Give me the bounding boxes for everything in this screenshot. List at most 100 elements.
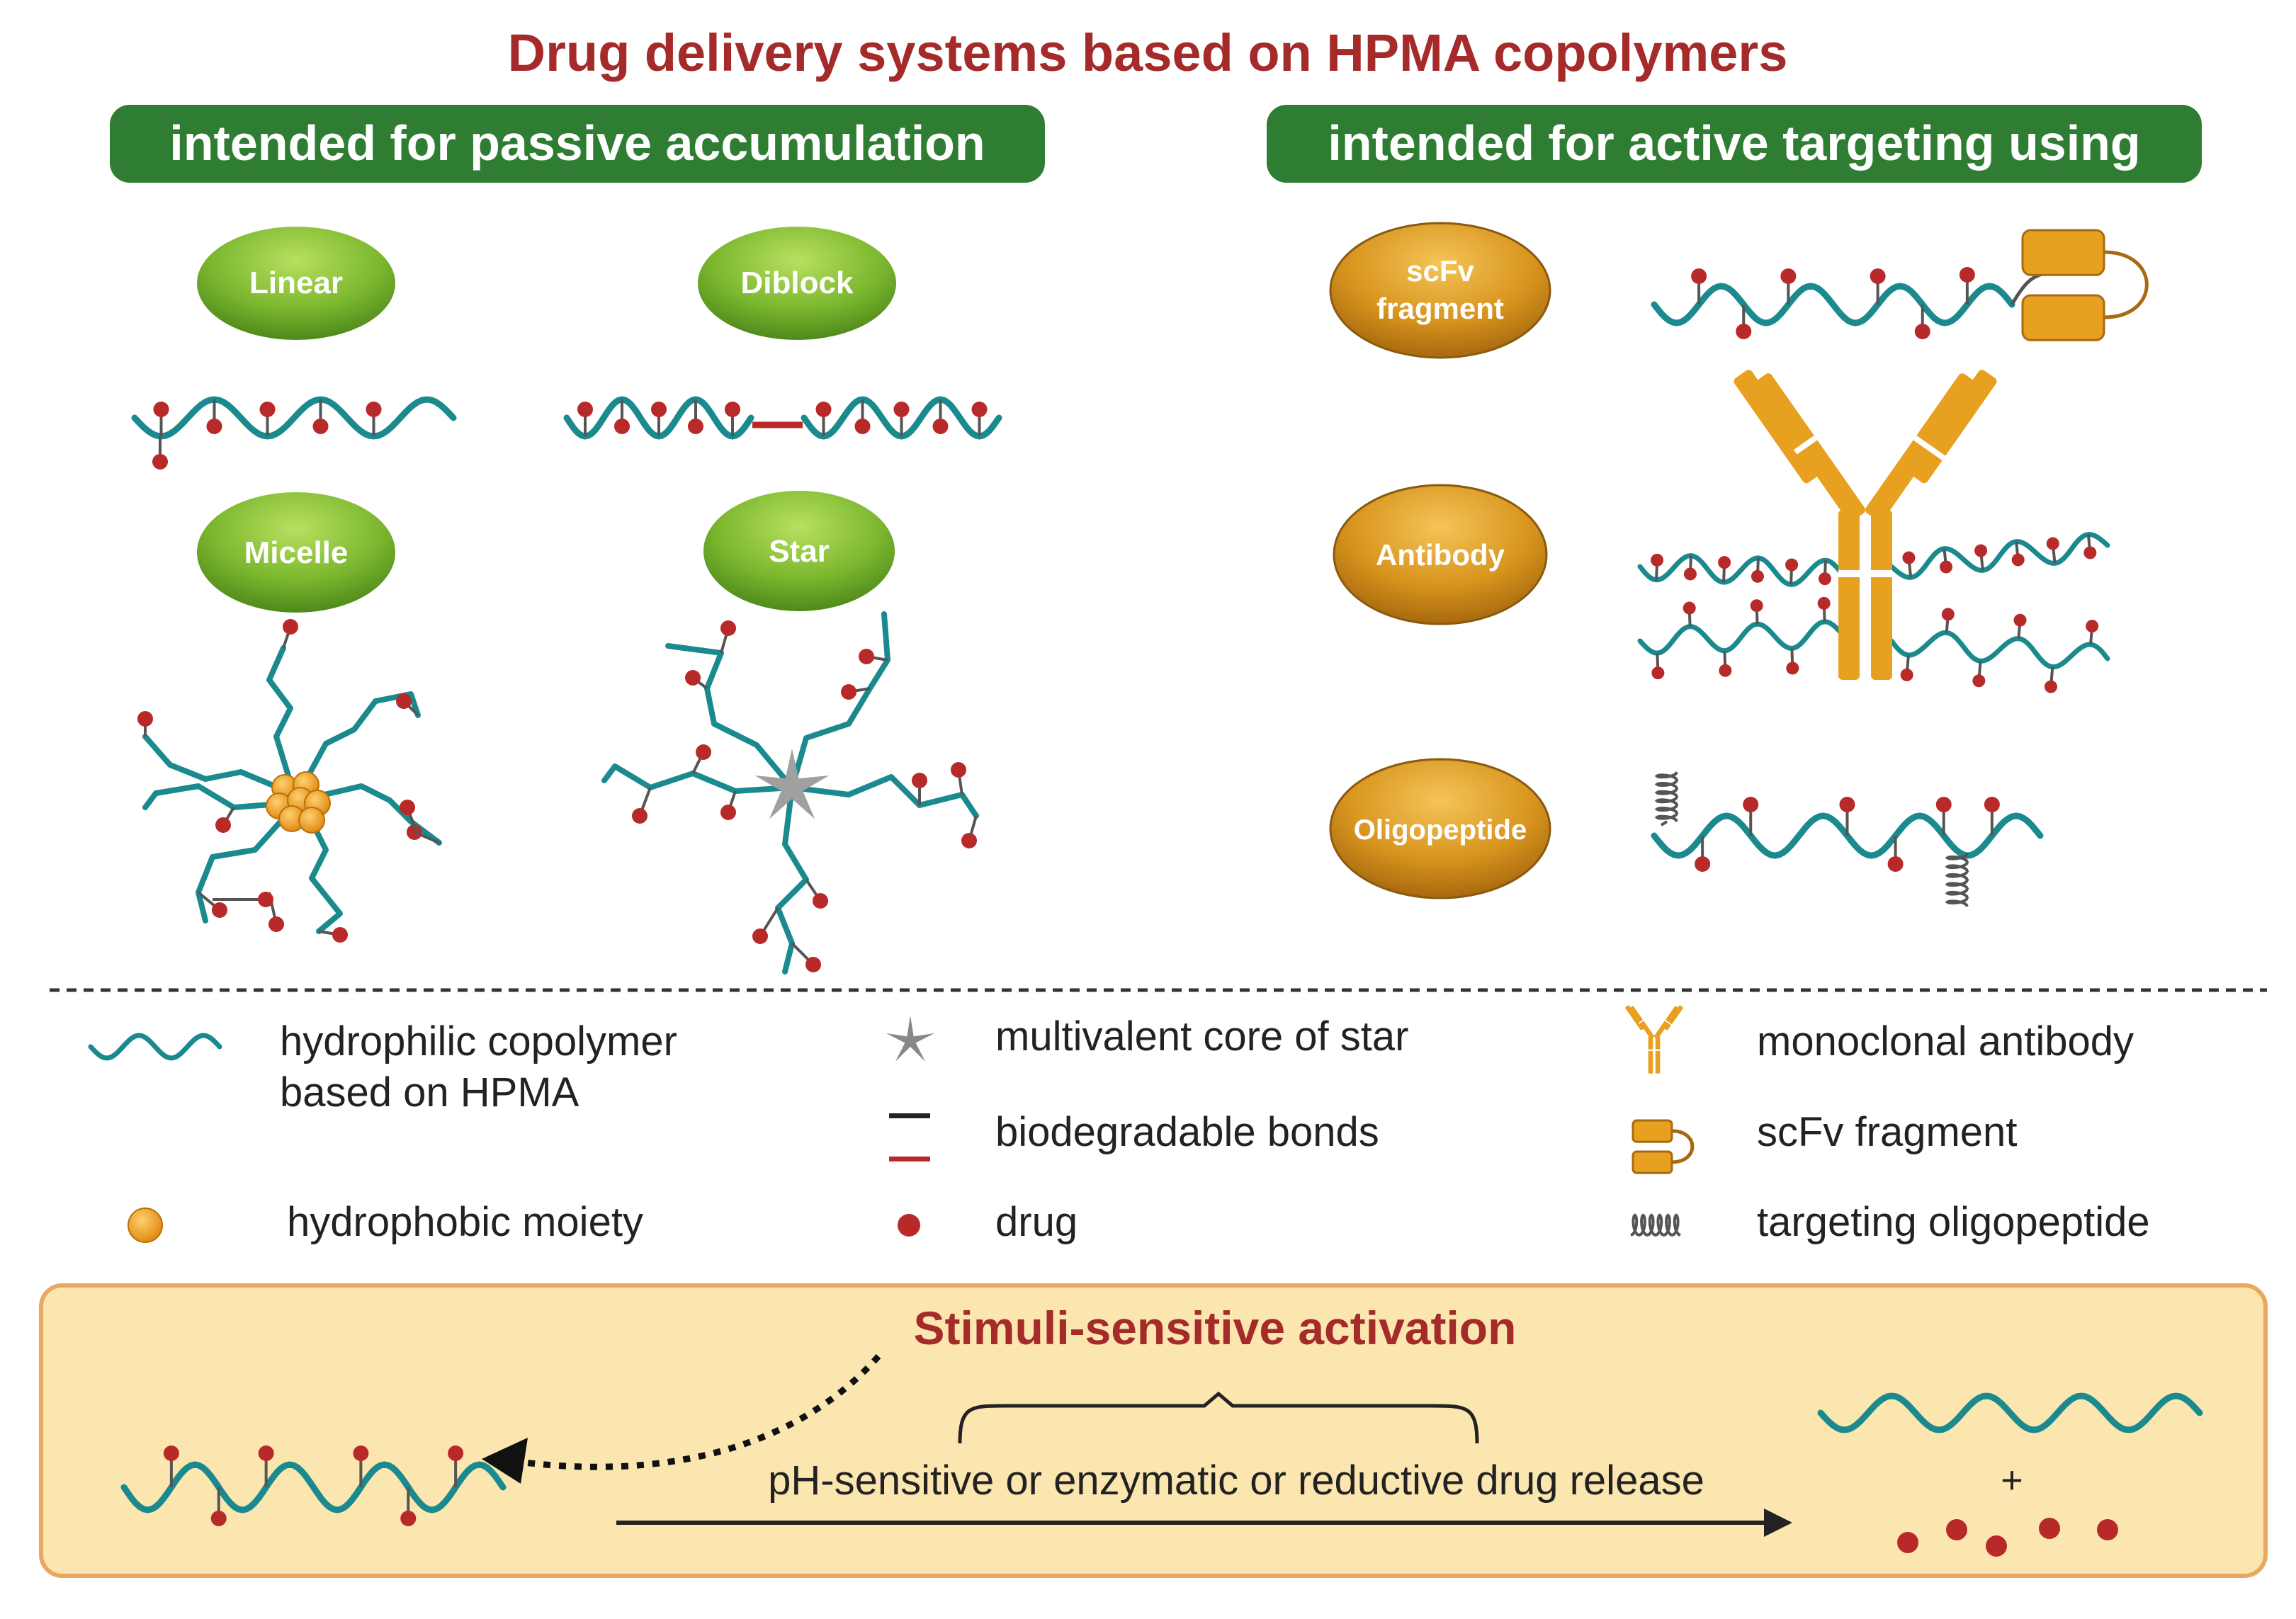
scfv-linker: [2103, 250, 2149, 319]
drug-dot: [632, 808, 647, 824]
antibody-fab-arm: [1865, 370, 1997, 522]
antibody-domain-gap: [1663, 1019, 1673, 1026]
polymer-chain: [302, 691, 421, 785]
release-arrow-head: [1764, 1509, 1792, 1537]
drug-dot: [1902, 551, 1916, 564]
polymer-chain: [266, 645, 293, 785]
dotted-arrow: [524, 1354, 881, 1470]
antibody-heavy-chain: [1865, 373, 1977, 522]
drug-dot: [961, 833, 977, 848]
polymer-chain: [305, 812, 343, 934]
polymer-chain: [131, 396, 457, 440]
free-drug: [1946, 1519, 1967, 1540]
active-header-label: intended for active targeting using: [1328, 115, 2140, 171]
legend-scfv: scFv fragment: [1757, 1109, 2017, 1155]
scfv-linker: [1671, 1129, 1695, 1164]
pill-micelle-label: Micelle: [244, 535, 349, 570]
drug-dot: [1683, 601, 1696, 615]
drug-dot: [932, 419, 949, 434]
legend-drug: drug: [995, 1199, 1078, 1245]
drug-dot: [1972, 674, 1986, 688]
drug-dot: [1974, 544, 1988, 557]
drug-dot: [2013, 613, 2027, 627]
antibody-heavy-chain: [1648, 1036, 1653, 1074]
pill-micelle: Micelle: [197, 492, 395, 613]
antibody-light-chain: [1625, 1005, 1645, 1030]
drug-dot: [1818, 572, 1831, 586]
micelle-polymer: [137, 619, 442, 943]
drug-dot: [1751, 569, 1764, 583]
drug-dot: [1817, 596, 1831, 610]
drug-dot: [841, 684, 856, 700]
antibody-domain-gap: [1794, 425, 1832, 455]
pill-star-label: Star: [769, 534, 830, 569]
drug-dot: [2086, 620, 2099, 633]
drug-dot: [614, 419, 630, 434]
drug-dot: [268, 916, 284, 932]
drug-dot: [1984, 797, 2000, 812]
drug-dot: [971, 402, 988, 417]
drug-dot: [1785, 558, 1799, 572]
drug-dot: [912, 773, 927, 788]
linear-polymer: [131, 396, 457, 470]
drug-dot: [206, 419, 222, 434]
pill-diblock-label: Diblock: [741, 266, 854, 300]
drug-dot: [1786, 661, 1799, 675]
pill-linear: Linear: [197, 227, 395, 340]
drug-dot: [720, 620, 736, 636]
antibody-hinge: [1648, 1049, 1661, 1051]
polymer-chain: [601, 763, 795, 794]
polymer-chain: [789, 611, 890, 790]
antibody-domain-gap: [1638, 1017, 1647, 1024]
free-drug: [1986, 1535, 2007, 1557]
drug-dot: [1736, 324, 1752, 339]
drug-dot: [1780, 268, 1797, 284]
activation-panel: [39, 1283, 2268, 1578]
free-drug: [2097, 1519, 2118, 1540]
oval-oligopeptide: Oligopeptide: [1329, 758, 1551, 899]
active-header: intended for active targeting using: [1267, 105, 2202, 183]
pill-star: Star: [703, 491, 895, 611]
drug-dot: [577, 402, 593, 417]
drug-dot: [332, 927, 348, 943]
drug-dot: [448, 1445, 464, 1461]
polymer-chain: [1817, 1392, 2203, 1433]
bracket: [958, 1391, 1479, 1444]
antibody-light-chain: [1663, 1005, 1683, 1030]
antibody-heavy-chain: [1654, 1006, 1679, 1039]
drug-dot: [210, 1511, 227, 1526]
drug-dot: [258, 1445, 274, 1461]
drug-dot: [366, 402, 382, 417]
legend-star-core-icon: [886, 1016, 935, 1062]
polymer-chain: [1637, 619, 1845, 656]
drug-dot: [312, 419, 329, 434]
polymer-chain: [1889, 630, 2110, 670]
free-drug: [1897, 1532, 1918, 1553]
oval-antibody-label: Antibody: [1376, 538, 1505, 572]
drug-dot: [1941, 608, 1955, 621]
figure-title: Drug delivery systems based on HPMA copo…: [508, 23, 1788, 82]
drug-dot: [854, 419, 871, 434]
polymer-chain: [196, 812, 290, 924]
legend-hydrophilic-line1: hydrophilic copolymer: [280, 1018, 677, 1064]
drug-dot: [651, 402, 667, 417]
legend-hydrophobic: hydrophobic moiety: [287, 1199, 643, 1245]
drug-dot: [1959, 267, 1975, 283]
scfv-domain: [2021, 229, 2105, 276]
drug-dot: [212, 902, 227, 918]
drug-dot: [2044, 680, 2057, 693]
drug-dot: [1750, 599, 1763, 613]
drug-dot: [805, 957, 821, 972]
drug-dot: [396, 693, 412, 709]
drug-dot: [720, 805, 736, 820]
drug-dot: [1651, 666, 1665, 680]
legend-bond-icon-black: [889, 1113, 930, 1118]
antibody-hinge: [1838, 570, 1892, 577]
drug-dot: [163, 1445, 179, 1461]
drug-dot: [725, 402, 740, 417]
legend-oligopeptide-icon: [1630, 1213, 1681, 1237]
polymer-chain: [1651, 283, 2015, 326]
legend-icons: [88, 1005, 1695, 1243]
antibody-fab-arm: [1734, 370, 1865, 522]
